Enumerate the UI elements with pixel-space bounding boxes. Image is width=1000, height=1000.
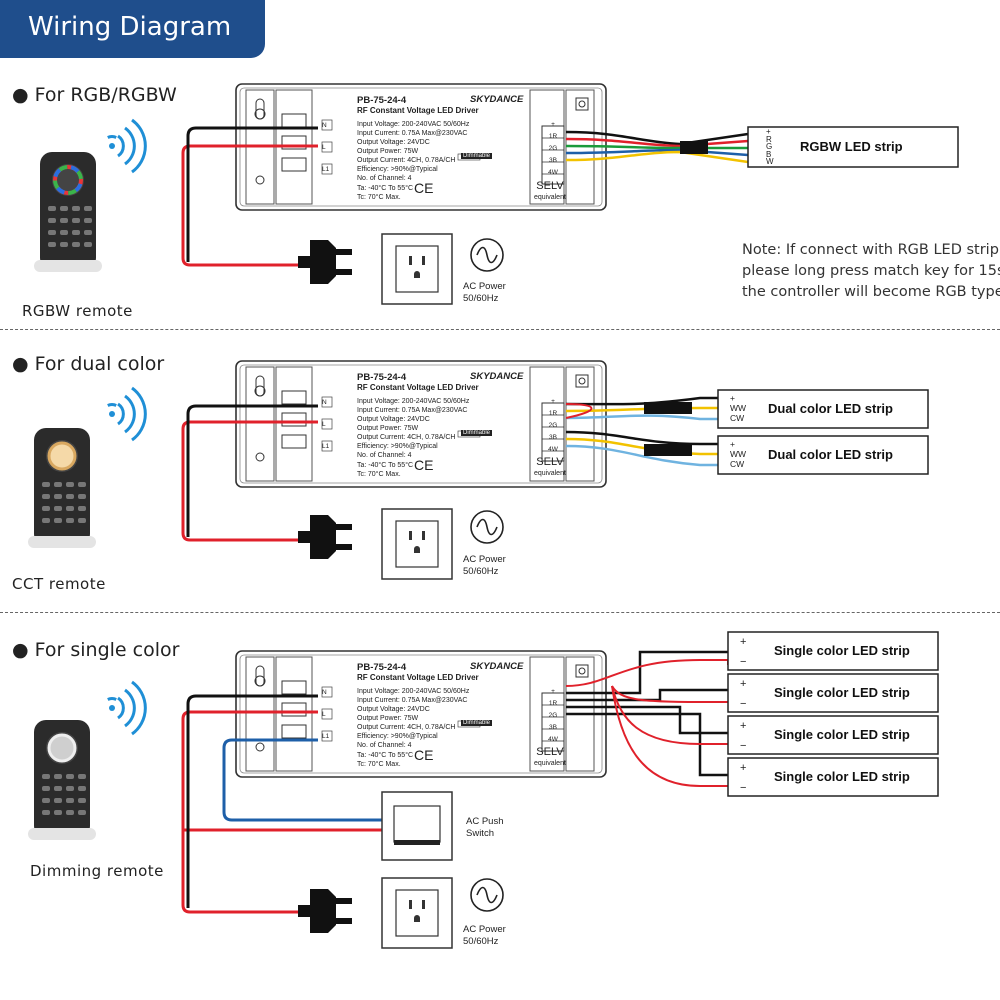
single-strip (727, 757, 939, 797)
remote-icon (34, 152, 102, 272)
strip-label: Single color LED strip (774, 685, 910, 700)
wifi-icon (106, 680, 147, 736)
remote-icon (28, 428, 96, 548)
wifi-icon (106, 386, 147, 442)
dual-strip (717, 435, 929, 475)
plug-icon (298, 515, 352, 559)
wifi-icon (106, 118, 147, 174)
page-title: Wiring Diagram (28, 12, 232, 42)
strip-label: RGBW LED strip (800, 139, 903, 154)
header-banner: Wiring Diagram (0, 0, 265, 58)
strip-label: Single color LED strip (774, 727, 910, 742)
ac-sine-icon (470, 238, 504, 272)
section-divider (0, 329, 1000, 330)
remote-label-rgbw: RGBW remote (22, 302, 133, 320)
ac-sine-icon (470, 510, 504, 544)
outlet-icon (381, 877, 453, 949)
remote-icon (28, 720, 96, 840)
note-text: Note: If connect with RGB LED strip,plea… (742, 242, 1000, 300)
section-title-dual: ● For dual color (12, 353, 165, 375)
strip-label: Dual color LED strip (768, 447, 893, 462)
strip-label: Dual color LED strip (768, 401, 893, 416)
remote-label-cct: CCT remote (12, 575, 106, 593)
section-title-rgb: ● For RGB/RGBW (12, 84, 177, 106)
outlet-icon (381, 508, 453, 580)
strip-label: Single color LED strip (774, 643, 910, 658)
strip-terminals: +− (740, 678, 747, 710)
section-divider (0, 612, 1000, 613)
dual-strip (717, 389, 929, 429)
outlet-icon (381, 233, 453, 305)
strip-terminals: +− (740, 636, 747, 668)
single-strip (727, 631, 939, 671)
rgbw-strip (747, 126, 959, 168)
plug-icon (298, 889, 352, 933)
strip-label: Single color LED strip (774, 769, 910, 784)
single-strip (727, 715, 939, 755)
remote-label-dimming: Dimming remote (30, 862, 164, 880)
section-title-single: ● For single color (12, 639, 180, 661)
strip-terminals: +− (740, 762, 747, 794)
plug-icon (298, 240, 352, 284)
single-strip (727, 673, 939, 713)
strip-terminals: +− (740, 720, 747, 752)
push-switch-icon (381, 791, 453, 861)
ac-sine-icon (470, 878, 504, 912)
